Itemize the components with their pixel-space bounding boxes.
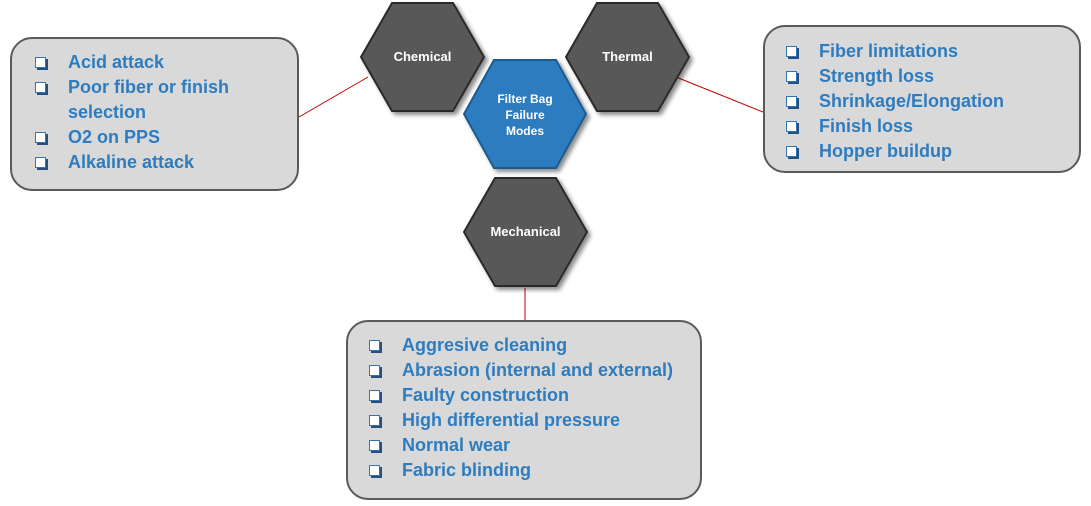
item-text: Aggresive cleaning [402, 335, 568, 355]
list-item: Normal wear [366, 433, 690, 458]
hex-chemical [359, 2, 486, 112]
list-item: Fabric blinding [366, 458, 690, 483]
item-text: Finish loss [819, 116, 914, 136]
checkbox-bullet-icon [35, 157, 46, 168]
checkbox-bullet-icon [35, 82, 46, 93]
item-text: Shrinkage/Elongation [819, 91, 1005, 111]
center-label: Filter Bag Failure Modes [464, 91, 586, 139]
list-item: Shrinkage/Elongation [783, 89, 1069, 114]
item-text: Fabric blinding [402, 460, 531, 480]
list-item: Aggresive cleaning [366, 333, 690, 358]
item-text: Hopper buildup [819, 141, 952, 161]
checkbox-bullet-icon [786, 96, 797, 107]
connector-chemical [298, 76, 369, 118]
mechanical-failure-box: Aggresive cleaning Abrasion (internal an… [346, 320, 702, 500]
list-item: Abrasion (internal and external) [366, 358, 690, 383]
connector-thermal [675, 76, 764, 113]
center-line-3: Modes [505, 124, 544, 138]
list-item: High differential pressure [366, 408, 690, 433]
list-item: Hopper buildup [783, 139, 1069, 164]
hex-center [462, 59, 588, 169]
list-item: Strength loss [783, 64, 1069, 89]
checkbox-bullet-icon [786, 146, 797, 157]
item-text: Normal wear [402, 435, 511, 455]
list-item: Acid attack [32, 50, 287, 75]
checkbox-bullet-icon [786, 121, 797, 132]
list-item: Alkaline attack [32, 150, 287, 175]
list-item: Finish loss [783, 114, 1069, 139]
hex-mechanical-label: Mechanical [490, 224, 561, 239]
checkbox-bullet-icon [369, 390, 380, 401]
item-text: High differential pressure [402, 410, 621, 430]
chemical-failure-box: Acid attack Poor fiber or finish selecti… [10, 37, 299, 191]
checkbox-bullet-icon [369, 340, 380, 351]
list-item: O2 on PPS [32, 125, 287, 150]
checkbox-bullet-icon [369, 415, 380, 426]
item-text: O2 on PPS [68, 127, 161, 147]
checkbox-bullet-icon [786, 46, 797, 57]
hex-chemical-label: Chemical [393, 49, 452, 64]
mechanical-item-list: Aggresive cleaning Abrasion (internal an… [366, 333, 690, 483]
item-text: Faulty construction [402, 385, 570, 405]
hex-thermal [564, 2, 691, 112]
item-text: Fiber limitations [819, 41, 959, 61]
thermal-failure-box: Fiber limitations Strength loss Shrinkag… [763, 25, 1081, 173]
item-text: Strength loss [819, 66, 935, 86]
item-text: Poor fiber or finish selection [68, 77, 230, 122]
list-item: Poor fiber or finish selection [32, 75, 287, 125]
hex-thermal-label: Thermal [602, 49, 653, 64]
chemical-item-list: Acid attack Poor fiber or finish selecti… [32, 50, 287, 175]
center-line-2: Failure [505, 108, 545, 122]
list-item: Faulty construction [366, 383, 690, 408]
item-text: Acid attack [68, 52, 165, 72]
center-line-1: Filter Bag [497, 92, 553, 106]
checkbox-bullet-icon [369, 440, 380, 451]
checkbox-bullet-icon [786, 71, 797, 82]
item-text: Alkaline attack [68, 152, 195, 172]
thermal-item-list: Fiber limitations Strength loss Shrinkag… [783, 39, 1069, 164]
checkbox-bullet-icon [369, 465, 380, 476]
checkbox-bullet-icon [35, 132, 46, 143]
list-item: Fiber limitations [783, 39, 1069, 64]
item-text: Abrasion (internal and external) [402, 360, 674, 380]
checkbox-bullet-icon [35, 57, 46, 68]
checkbox-bullet-icon [369, 365, 380, 376]
hex-mechanical [462, 177, 589, 287]
